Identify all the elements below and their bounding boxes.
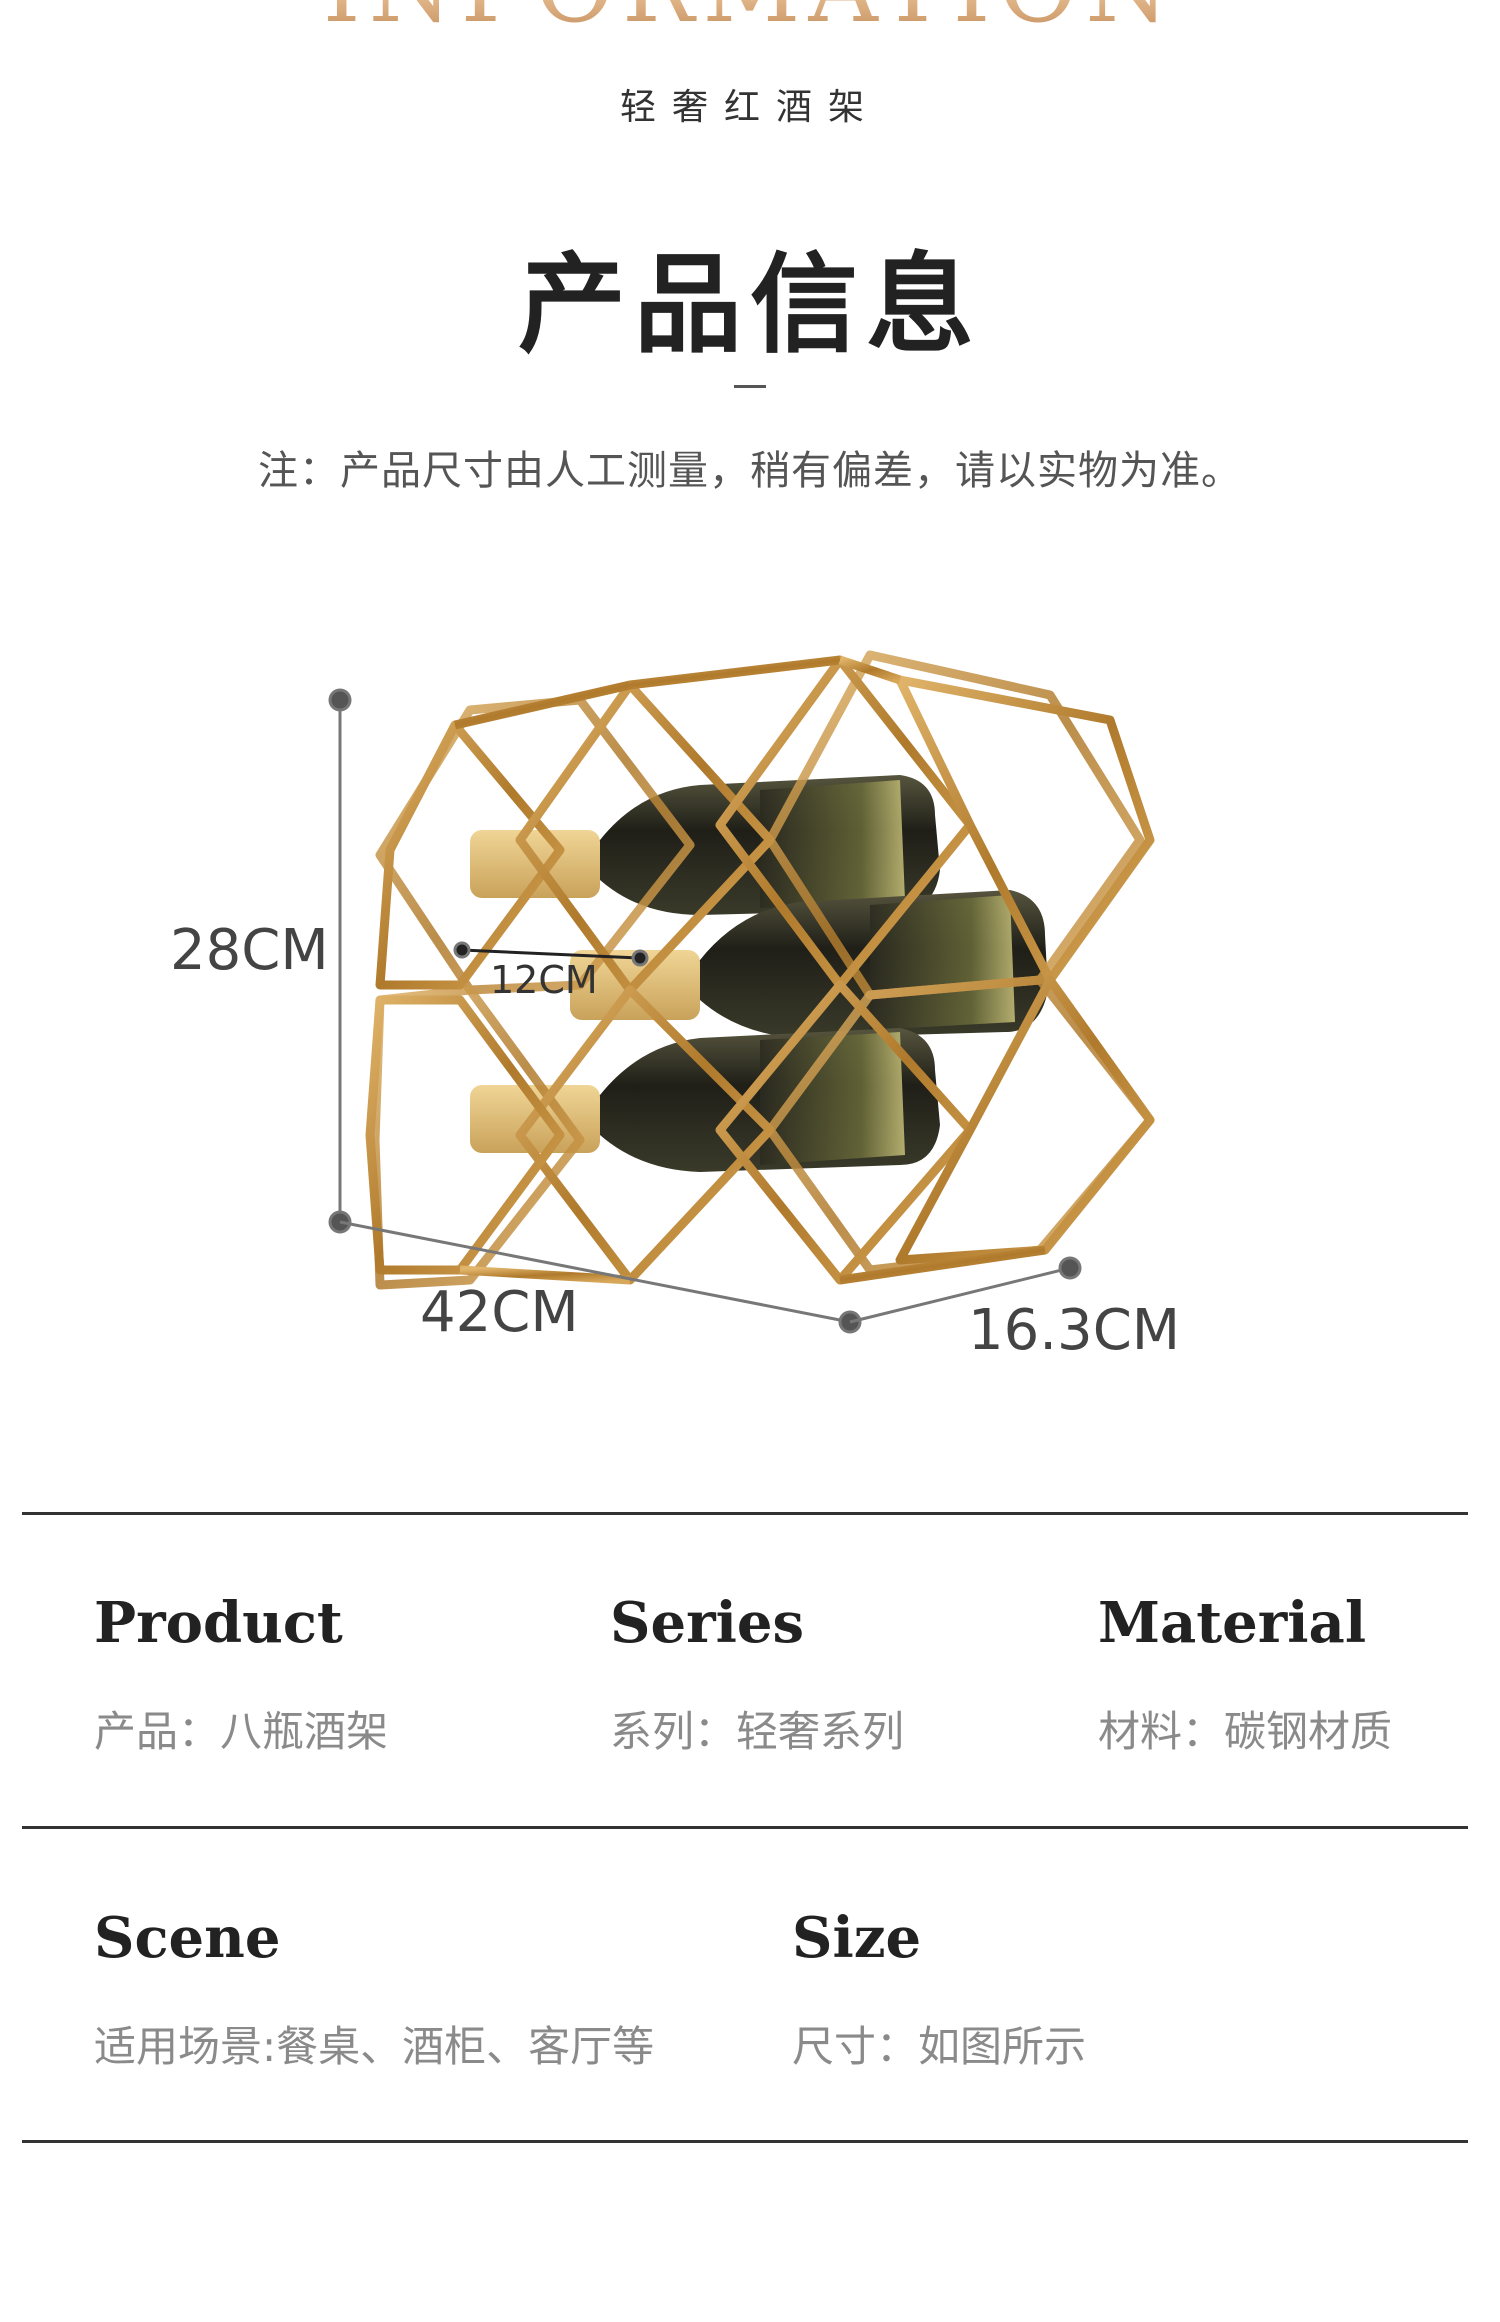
spec-heading: Material — [1098, 1590, 1367, 1656]
section-divider — [22, 2140, 1468, 2143]
hero-watermark-text: INFORMATION — [0, 0, 1500, 38]
spec-product: Product 产品：八瓶酒架 — [94, 1590, 388, 1759]
bottle-gap-dimension-label: 12CM — [490, 958, 598, 1002]
section-divider — [22, 1826, 1468, 1829]
spec-material: Material 材料：碳钢材质 — [1098, 1590, 1392, 1759]
spec-scene: Scene 适用场景:餐桌、酒柜、客厅等 — [94, 1905, 654, 2074]
spec-value: 尺寸：如图所示 — [792, 2022, 1087, 2071]
spec-value: 材料：碳钢材质 — [1098, 1707, 1393, 1756]
height-dimension-label: 28CM — [170, 918, 329, 983]
wine-bottle — [470, 775, 940, 915]
page-title: 产品信息 — [517, 242, 982, 368]
product-dimension-diagram: 28CM 12CM 42CM 16.3CM — [0, 640, 1500, 1400]
spec-series: Series 系列：轻奢系列 — [610, 1590, 904, 1759]
spec-heading: Size — [792, 1905, 922, 1971]
measurement-note: 注：产品尺寸由人工测量，稍有偏差，请以实物为准。 — [258, 448, 1242, 494]
wine-rack-illustration — [328, 650, 1155, 1334]
length-dimension-label: 42CM — [420, 1280, 579, 1345]
section-divider — [22, 1512, 1468, 1515]
spec-heading: Product — [94, 1590, 343, 1656]
spec-heading: Scene — [94, 1905, 281, 1971]
depth-dimension-label: 16.3CM — [968, 1298, 1181, 1363]
spec-value: 产品：八瓶酒架 — [94, 1707, 389, 1756]
gold-frame — [365, 650, 1155, 1290]
subtitle: 轻奢红酒架 — [619, 87, 880, 128]
spec-size: Size 尺寸：如图所示 — [792, 1905, 1086, 2074]
dimension-lines — [328, 688, 1082, 1334]
spec-value: 系列：轻奢系列 — [610, 1707, 905, 1756]
wine-bottle — [470, 1028, 940, 1172]
spec-value: 适用场景:餐桌、酒柜、客厅等 — [94, 2022, 655, 2071]
title-divider — [734, 385, 766, 388]
spec-heading: Series — [610, 1590, 805, 1656]
